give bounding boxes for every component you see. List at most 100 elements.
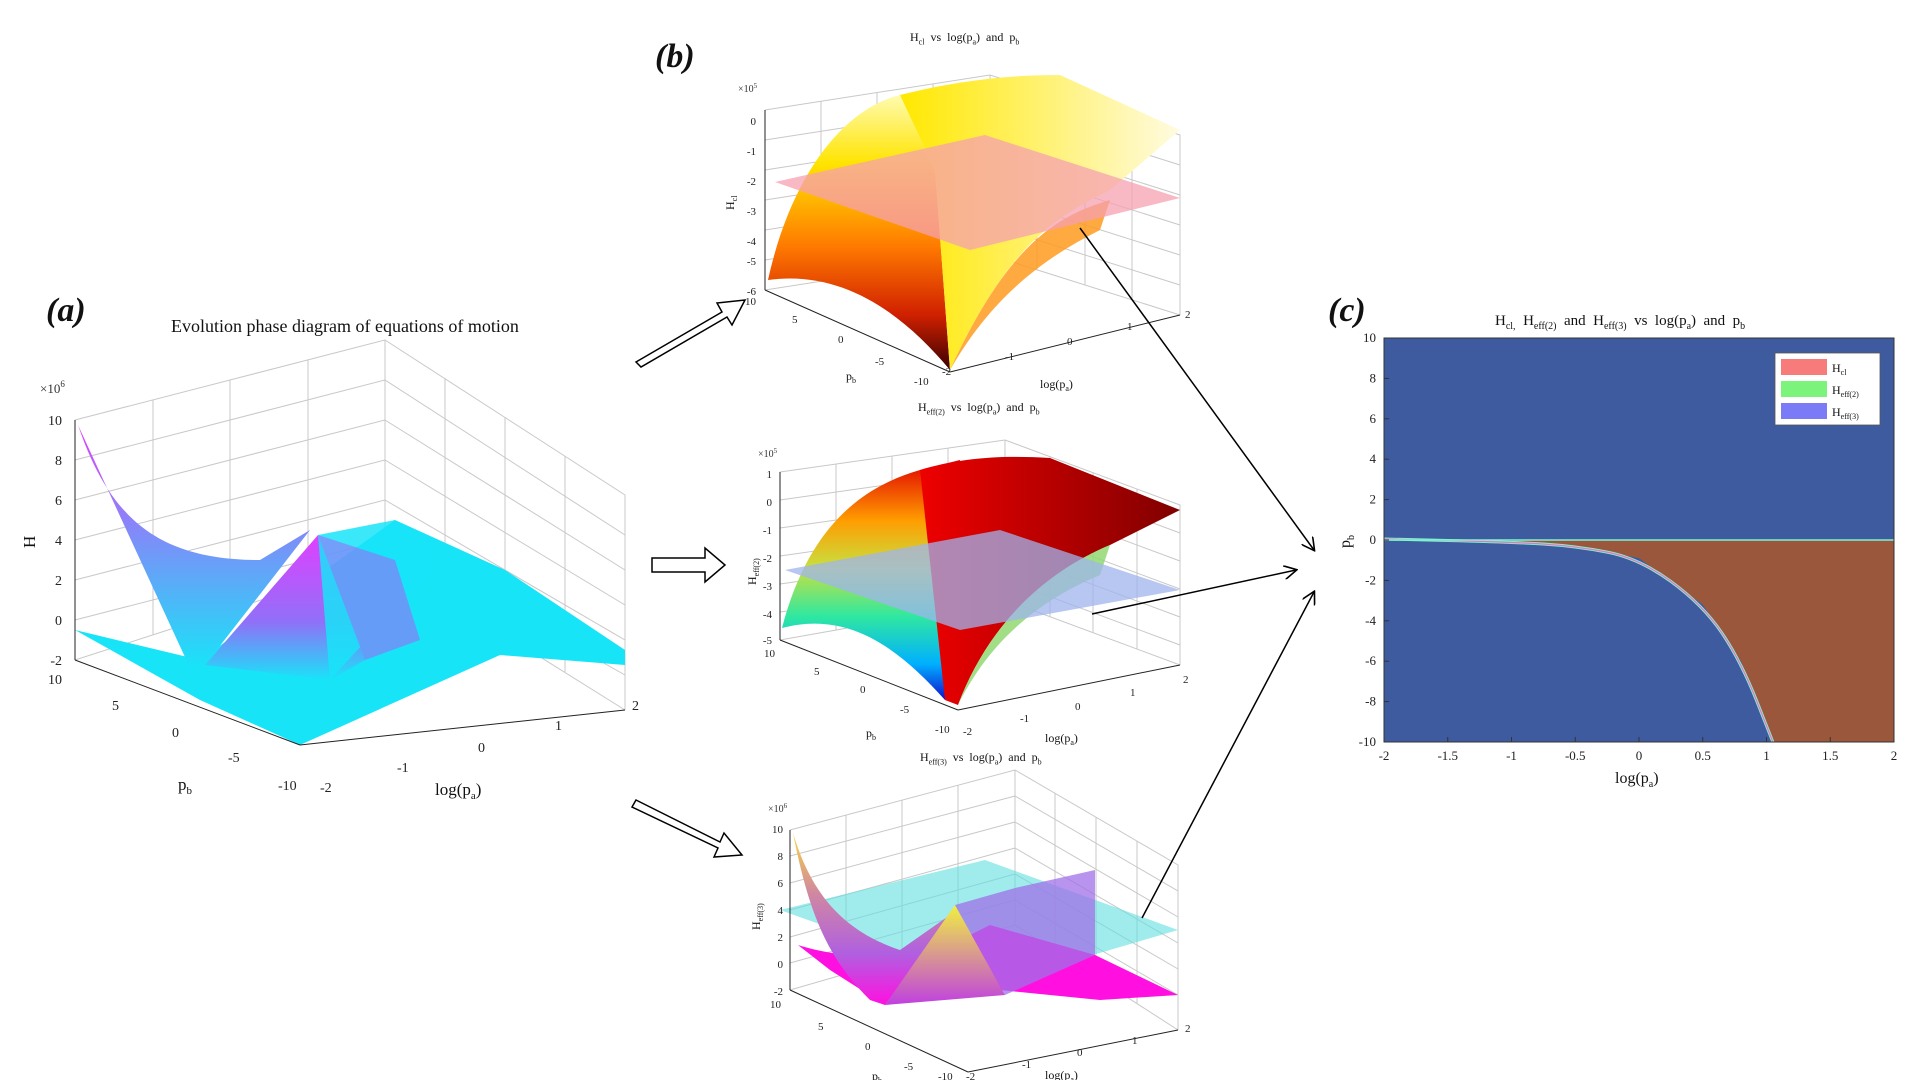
y-tick: 10 — [745, 296, 757, 308]
panel-a-xlabel: log(pa) — [435, 780, 481, 802]
panel-b2-multiplier: ×105 — [758, 447, 778, 460]
panel-label-a: (a) — [46, 292, 86, 329]
panel-a-box — [74, 339, 626, 711]
y-tick: -10 — [278, 779, 297, 794]
y-tick: -8 — [1365, 694, 1376, 709]
panel-c-xlabel: log(pa) — [1615, 770, 1659, 790]
panel-b2: ×105 Heff(2) 1 0 -1 -2 -3 -4 -5 10 5 0 -… — [745, 439, 1189, 747]
z-tick: 6 — [55, 494, 62, 509]
panel-b1-xticks: -2 -1 0 1 2 — [942, 309, 1191, 378]
x-tick: -1 — [397, 761, 409, 776]
y-tick: 10 — [770, 999, 782, 1011]
panel-b2-zlabel: Heff(2) — [745, 558, 761, 585]
x-tick: 1 — [1130, 687, 1136, 699]
x-tick: 2 — [1185, 309, 1191, 321]
panel-a-surface-left — [78, 425, 310, 668]
y-tick: 0 — [860, 684, 866, 696]
panel-b2-xlabel: log(pa) — [1045, 731, 1078, 747]
panel-a-yticks: 10 5 0 -5 -10 — [48, 673, 297, 794]
panel-b1-title: Hcl vs log(pa) and pb — [910, 30, 1020, 47]
y-tick: -10 — [914, 376, 929, 388]
panel-b1-zlabel: Hcl — [723, 195, 739, 210]
y-tick: -5 — [875, 356, 885, 368]
arrow-b1-to-c — [1079, 227, 1314, 550]
panel-b2-yticks: 10 5 0 -5 -10 — [764, 648, 950, 736]
z-tick: -6 — [747, 286, 757, 298]
y-tick: 10 — [1363, 330, 1376, 345]
y-tick: -5 — [228, 751, 240, 766]
panel-b2-title: Heff(2) vs log(pa) and pb — [918, 400, 1040, 417]
z-tick: 2 — [55, 574, 62, 589]
z-tick: -2 — [50, 654, 62, 669]
panel-b1-zticks: 0 -1 -2 -3 -4 -5 -6 — [747, 116, 757, 298]
z-tick: -2 — [774, 986, 783, 998]
panel-b1-xlabel: log(pa) — [1040, 377, 1073, 393]
panel-b3-xticks: -2 -1 0 1 2 — [966, 1023, 1191, 1080]
panel-a-xticks: -2 -1 0 1 2 — [320, 699, 639, 796]
panel-b2-zticks: 1 0 -1 -2 -3 -4 -5 — [763, 469, 773, 647]
z-tick: 4 — [778, 905, 784, 917]
x-tick: -2 — [963, 726, 972, 738]
flow-arrows — [630, 227, 1314, 919]
x-tick: 0 — [1636, 748, 1643, 763]
panel-b2-plane — [785, 530, 1180, 630]
panel-b1: ×105 Hcl 0 -1 -2 -3 -4 -5 -6 10 5 0 -5 -… — [723, 74, 1191, 393]
z-tick: 0 — [55, 614, 62, 629]
panel-b3-xlabel: log(pa) — [1045, 1068, 1078, 1080]
panel-b3-zticks: 10 8 6 4 2 0 -2 — [772, 824, 784, 998]
x-tick: 0.5 — [1695, 748, 1711, 763]
panel-label-c: (c) — [1328, 292, 1366, 329]
panel-a: ×106 H 10 8 6 4 2 0 -2 10 5 0 -5 -10 -2 … — [20, 339, 639, 802]
panel-b3-zlabel: Heff(3) — [749, 903, 765, 930]
x-tick: 1 — [1132, 1035, 1138, 1047]
z-tick: 6 — [778, 878, 784, 890]
panel-b1-plane — [775, 135, 1180, 250]
panel-a-multiplier: ×106 — [40, 379, 65, 396]
arrow-b3-to-c — [1141, 592, 1314, 919]
z-tick: 1 — [767, 469, 773, 481]
y-tick: -10 — [938, 1071, 953, 1080]
y-tick: 5 — [814, 666, 820, 678]
z-tick: -5 — [747, 256, 757, 268]
z-tick: -3 — [763, 581, 773, 593]
panel-c-legend: Hcl Heff(2) Heff(3) — [1774, 352, 1881, 426]
panel-b3-ylabel: pb — [872, 1069, 882, 1080]
legend-swatch-heff3 — [1781, 403, 1827, 419]
y-tick: 2 — [1370, 492, 1377, 507]
legend-swatch-heff2 — [1781, 381, 1827, 397]
panel-b3-title: Heff(3) vs log(pa) and pb — [920, 750, 1042, 767]
panel-b2-surface-right — [920, 456, 1180, 705]
panel-b1-ylabel: pb — [846, 369, 856, 385]
z-tick: -1 — [747, 146, 756, 158]
x-tick: -2 — [942, 366, 951, 378]
x-tick: 1 — [1127, 321, 1133, 333]
panel-b2-xticks: -2 -1 0 1 2 — [963, 674, 1189, 738]
panel-a-zticks: 10 8 6 4 2 0 -2 — [48, 414, 62, 669]
x-tick: 2 — [1185, 1023, 1191, 1035]
y-tick: 0 — [865, 1041, 871, 1053]
panel-c-title: Hcl, Heff(2) and Heff(3) vs log(pa) and … — [1495, 313, 1746, 332]
z-tick: 4 — [55, 534, 62, 549]
x-tick: 1.5 — [1822, 748, 1838, 763]
z-tick: 0 — [778, 959, 784, 971]
z-tick: 0 — [767, 497, 773, 509]
panel-c-lower-right-region — [1511, 540, 1894, 742]
x-tick: 0 — [1077, 1047, 1083, 1059]
y-tick: 5 — [112, 699, 119, 714]
z-tick: 10 — [772, 824, 784, 836]
x-tick: -2 — [1379, 748, 1390, 763]
panel-b3-surface-left — [793, 833, 950, 1005]
panel-c-ylabel: pb — [1337, 535, 1357, 548]
y-tick: 6 — [1370, 411, 1377, 426]
z-tick: -2 — [747, 176, 756, 188]
z-tick: -1 — [763, 525, 772, 537]
x-tick: 1 — [1763, 748, 1770, 763]
y-tick: 8 — [1370, 370, 1377, 385]
panel-b3-surface-peak — [885, 905, 1005, 1005]
hollow-arrow-to-b3 — [630, 799, 744, 858]
z-tick: 10 — [48, 414, 62, 429]
y-tick: 0 — [1370, 532, 1377, 547]
y-tick: -5 — [900, 704, 910, 716]
x-tick: -1 — [1005, 351, 1014, 363]
